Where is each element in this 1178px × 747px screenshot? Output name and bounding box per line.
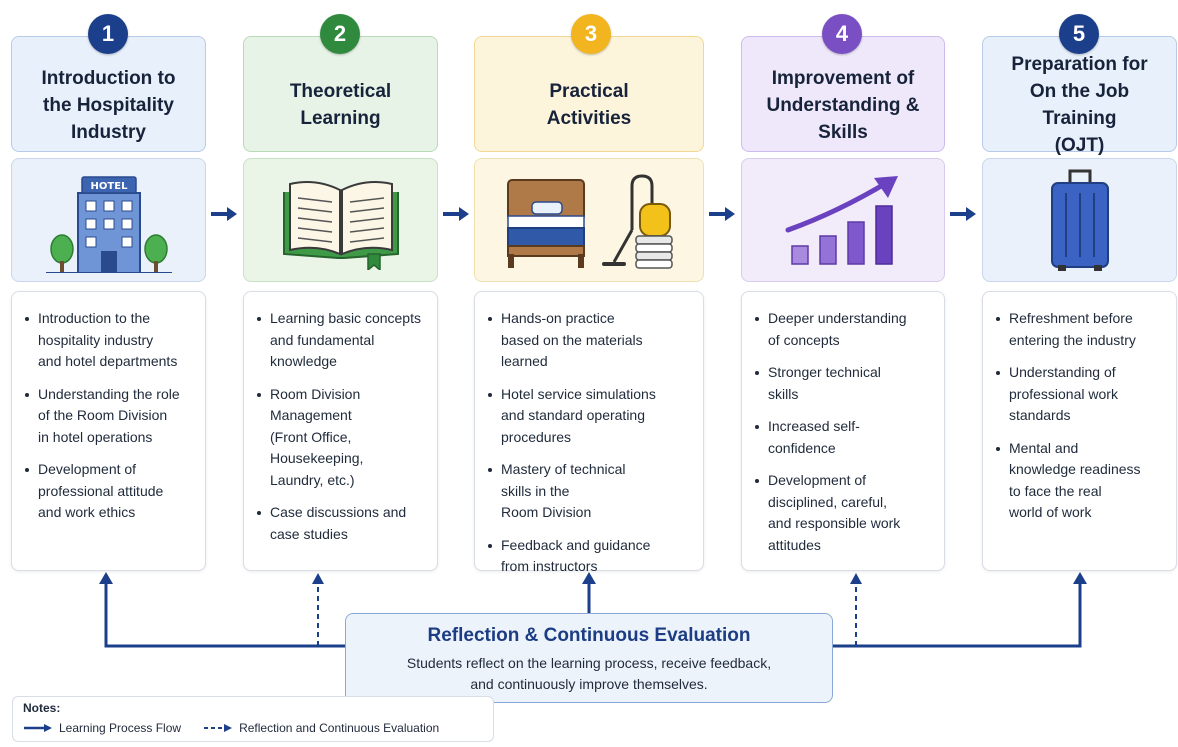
list-item: Increased self- confidence: [754, 416, 934, 459]
step-3-title: Practical Activities: [546, 81, 632, 129]
list-item: Hotel service simulations and standard o…: [487, 384, 693, 449]
flow-arrow-2-3: [443, 207, 469, 221]
legend: Notes: Learning Process Flow Reflection …: [12, 696, 494, 742]
step-3-number-badge: 3: [571, 14, 611, 54]
flow-arrow-4-5: [950, 207, 976, 221]
list-item: Refreshment before entering the industry: [995, 308, 1166, 351]
step-4-title-box: Improvement of Understanding & Skills: [741, 36, 945, 152]
feedback-arrowhead-step-2: [312, 573, 324, 584]
feedback-arrowhead-step-3: [582, 572, 596, 584]
step-5-title: Preparation for On the Job Training (OJT…: [1011, 54, 1148, 156]
list-item: Case discussions and case studies: [256, 502, 427, 545]
feedback-arrowhead-step-1: [99, 572, 113, 584]
feedback-line-step-5: [833, 582, 1082, 648]
bed-and-vacuum-icon: [507, 174, 673, 269]
list-item: Hands-on practice based on the materials…: [487, 308, 693, 373]
legend-dashed-label: Reflection and Continuous Evaluation: [239, 721, 440, 735]
flow-arrow-1-2: [211, 207, 237, 221]
list-item: Feedback and guidance from instructors: [487, 535, 693, 578]
step-2-details: Learning basic concepts and fundamental …: [243, 291, 438, 571]
feedback-arrowhead-step-4: [850, 573, 862, 584]
dashed-arrow-icon: [204, 724, 233, 732]
step-4-number-badge: 4: [822, 14, 862, 54]
legend-title: Notes:: [23, 701, 61, 715]
step-3-details: Hands-on practice based on the materials…: [474, 291, 704, 574]
list-item: Mental and knowledge readiness to face t…: [995, 438, 1166, 524]
solid-arrow-icon: [24, 724, 52, 732]
list-item: Stronger technical skills: [754, 362, 934, 405]
step-5-icon-box: [982, 158, 1177, 282]
legend-item-dashed: Reflection and Continuous Evaluation: [203, 721, 439, 735]
step-2-title: Theoretical Learning: [289, 81, 392, 129]
suitcase-icon: [1050, 169, 1109, 271]
feedback-line-step-1: [104, 582, 345, 648]
step-5-title-box: Preparation for On the Job Training (OJT…: [982, 36, 1177, 156]
step-1-icon-box: HOTEL: [11, 158, 206, 282]
step-1-details: Introduction to the hospitality industry…: [11, 291, 206, 571]
list-item: Learning basic concepts and fundamental …: [256, 308, 427, 373]
list-item: Deeper understanding of concepts: [754, 308, 934, 351]
reflection-description: Students reflect on the learning process…: [406, 655, 772, 692]
step-2-number-badge: 2: [320, 14, 360, 54]
step-1-number-badge: 1: [88, 14, 128, 54]
list-item: Understanding the role of the Room Divis…: [24, 384, 195, 449]
growth-chart-icon: [785, 176, 898, 265]
list-item: Room Division Management (Front Office, …: [256, 384, 427, 492]
step-1-title: Introduction to the Hospitality Industry: [41, 67, 176, 143]
step-4-title: Improvement of Understanding & Skills: [766, 67, 920, 143]
step-1-title-box: Introduction to the Hospitality Industry: [11, 36, 206, 152]
flow-arrow-3-4: [709, 207, 735, 221]
step-5-details: Refreshment before entering the industry…: [982, 291, 1177, 571]
step-4-icon-box: [741, 158, 945, 282]
legend-item-solid: Learning Process Flow: [23, 721, 181, 735]
step-2-icon-box: [243, 158, 438, 282]
step-2-title-box: Theoretical Learning: [243, 36, 438, 152]
list-item: Introduction to the hospitality industry…: [24, 308, 195, 373]
step-4-details: Deeper understanding of concepts Stronge…: [741, 291, 945, 571]
list-item: Mastery of technical skills in the Room …: [487, 459, 693, 524]
step-3-icon-box: [474, 158, 704, 282]
reflection-title: Reflection & Continuous Evaluation: [427, 625, 751, 646]
list-item: Understanding of professional work stand…: [995, 362, 1166, 427]
open-book-icon: [282, 181, 399, 270]
legend-solid-label: Learning Process Flow: [59, 721, 182, 735]
hotel-sign-text: HOTEL: [90, 181, 128, 192]
hotel-building-icon: HOTEL: [45, 176, 172, 273]
list-item: Development of professional attitude and…: [24, 459, 195, 524]
list-item: Development of disciplined, careful, and…: [754, 470, 934, 556]
step-3-title-box: Practical Activities: [474, 36, 704, 152]
reflection-box: Reflection & Continuous Evaluation Stude…: [345, 613, 833, 703]
step-5-number-badge: 5: [1059, 14, 1099, 54]
feedback-arrowhead-step-5: [1073, 572, 1087, 584]
